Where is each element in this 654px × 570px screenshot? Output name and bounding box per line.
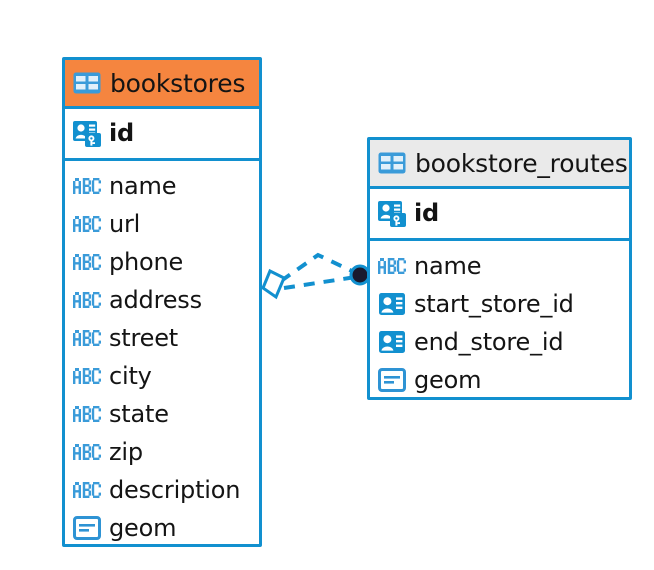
text-abc-icon — [73, 406, 101, 422]
foreign-key-icon — [378, 292, 406, 316]
relationship-line-arched — [279, 252, 355, 283]
field-label: end_store_id — [414, 328, 564, 356]
field-label: name — [109, 172, 177, 200]
text-abc-icon — [378, 258, 406, 274]
field-row-description[interactable]: description — [73, 471, 251, 509]
primary-key-section: id — [370, 189, 629, 241]
field-row-geom[interactable]: geom — [73, 509, 251, 547]
text-abc-icon — [73, 178, 101, 194]
entity-header-bookstores[interactable]: bookstores — [65, 60, 259, 109]
field-row-zip[interactable]: zip — [73, 433, 251, 471]
entity-bookstores[interactable]: bookstores — [62, 57, 262, 547]
field-row-start-store-id[interactable]: start_store_id — [378, 285, 621, 323]
relationship-line-straight — [283, 275, 357, 290]
field-row-state[interactable]: state — [73, 395, 251, 433]
field-label: description — [109, 476, 241, 504]
text-abc-icon — [73, 292, 101, 308]
field-row-street[interactable]: street — [73, 319, 251, 357]
field-row-name[interactable]: name — [378, 247, 621, 285]
field-label: url — [109, 210, 141, 238]
text-abc-icon — [73, 216, 101, 232]
text-abc-icon — [73, 482, 101, 498]
table-icon — [378, 152, 406, 174]
entity-header-bookstore-routes[interactable]: bookstore_routes — [370, 140, 629, 189]
field-row-id[interactable]: id — [378, 194, 621, 232]
field-label: id — [414, 199, 440, 227]
field-label: street — [109, 324, 178, 352]
text-abc-icon — [73, 330, 101, 346]
field-label: name — [414, 252, 482, 280]
field-section-bookstore-routes: name start_store_id — [370, 241, 629, 407]
field-row-city[interactable]: city — [73, 357, 251, 395]
text-abc-icon — [73, 444, 101, 460]
entity-bookstore-routes[interactable]: bookstore_routes — [367, 137, 632, 400]
primary-key-section: id — [65, 109, 259, 161]
field-row-geom[interactable]: geom — [378, 361, 621, 399]
field-label: start_store_id — [414, 290, 574, 318]
field-label: address — [109, 286, 202, 314]
foreign-key-icon — [378, 330, 406, 354]
field-label: zip — [109, 438, 143, 466]
table-icon — [73, 72, 101, 94]
field-row-url[interactable]: url — [73, 205, 251, 243]
text-abc-icon — [73, 254, 101, 270]
entity-title: bookstores — [110, 68, 246, 98]
entity-title: bookstore_routes — [415, 148, 628, 178]
text-abc-icon — [73, 368, 101, 384]
field-section-bookstores: name url — [65, 161, 259, 555]
field-row-end-store-id[interactable]: end_store_id — [378, 323, 621, 361]
field-label: geom — [109, 514, 177, 542]
field-label: geom — [414, 366, 482, 394]
primary-key-icon — [73, 119, 101, 147]
field-label: id — [109, 119, 135, 147]
field-label: phone — [109, 248, 184, 276]
field-label: city — [109, 362, 152, 390]
primary-key-icon — [378, 199, 406, 227]
field-row-phone[interactable]: phone — [73, 243, 251, 281]
field-row-address[interactable]: address — [73, 281, 251, 319]
field-row-name[interactable]: name — [73, 167, 251, 205]
geometry-icon — [378, 368, 406, 392]
field-label: state — [109, 400, 169, 428]
geometry-icon — [73, 516, 101, 540]
diamond-outline-marker — [261, 268, 286, 300]
field-row-id[interactable]: id — [73, 114, 251, 152]
